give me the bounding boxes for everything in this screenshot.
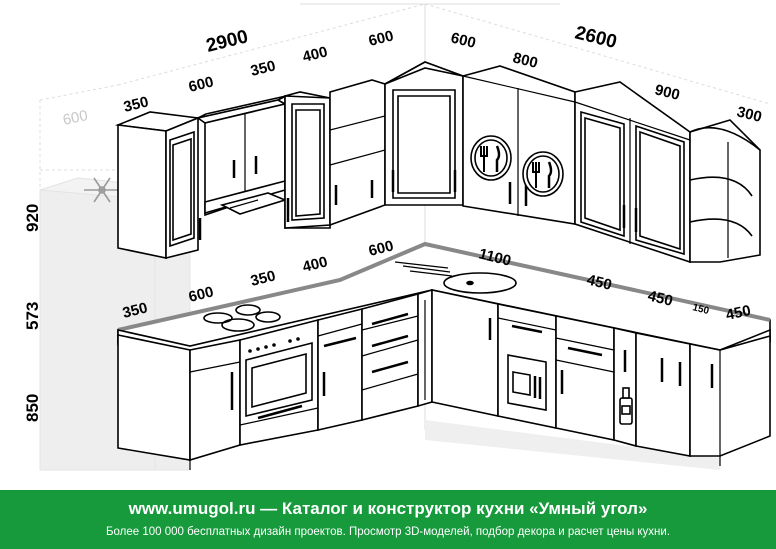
dim-wall-right-total: 2600: [573, 22, 619, 53]
upper-cabinets-left: [114, 79, 386, 260]
dim-lower-right-3: 450: [646, 287, 674, 310]
dim-lower-left-4: 400: [301, 253, 329, 276]
dim-height-middle: 573: [23, 302, 42, 330]
dim-lower-left-1: 350: [121, 299, 149, 322]
dim-lower-right-2: 450: [585, 271, 613, 294]
dim-upper-left-3: 350: [249, 57, 277, 80]
dim-lower-right-5: 450: [724, 302, 752, 324]
plate-fork-knife-icon: [470, 135, 512, 181]
footer-subline: Более 100 000 бесплатных дизайн проектов…: [105, 526, 671, 538]
dim-height-upper: 920: [23, 204, 42, 232]
plinth: [189, 456, 721, 470]
dim-lower-right-4: 150: [691, 302, 710, 317]
dim-upper-right-4: 300: [735, 103, 763, 126]
dim-upper-left-1: 350: [122, 93, 150, 116]
dim-lower-left-5: 600: [367, 237, 395, 260]
dim-upper-left-4: 400: [301, 43, 329, 66]
lower-cabinets-left: [117, 288, 433, 462]
plate-fork-knife-icon: [522, 151, 564, 197]
dimension-labels: 920 573 850 600 2900 2600 350 600 350 40…: [23, 22, 763, 422]
dim-upper-right-1: 600: [449, 29, 477, 52]
dim-wall-left-total: 2900: [204, 26, 250, 57]
dim-upper-left-5: 600: [367, 27, 395, 50]
dim-upper-right-2: 800: [511, 49, 539, 72]
upper-cabinets-right: [384, 61, 761, 264]
dim-upper-right-3: 900: [653, 81, 681, 104]
cooktop: [203, 304, 281, 332]
dim-upper-left-2: 600: [187, 73, 215, 96]
lower-cabinets-right: [431, 289, 771, 457]
dim-fridge-depth: 600: [61, 107, 89, 129]
dim-lower-left-3: 350: [249, 267, 277, 290]
sink: [394, 261, 517, 294]
bottle-icon: [619, 387, 633, 425]
dim-lower-left-2: 600: [187, 283, 215, 306]
footer-headline[interactable]: www.umugol.ru — Каталог и конструктор ку…: [128, 499, 648, 518]
footer-banner: www.umugol.ru — Каталог и конструктор ку…: [0, 490, 776, 549]
kitchen-drawing: 920 573 850 600 2900 2600 350 600 350 40…: [23, 3, 771, 471]
dim-height-lower: 850: [23, 394, 42, 422]
